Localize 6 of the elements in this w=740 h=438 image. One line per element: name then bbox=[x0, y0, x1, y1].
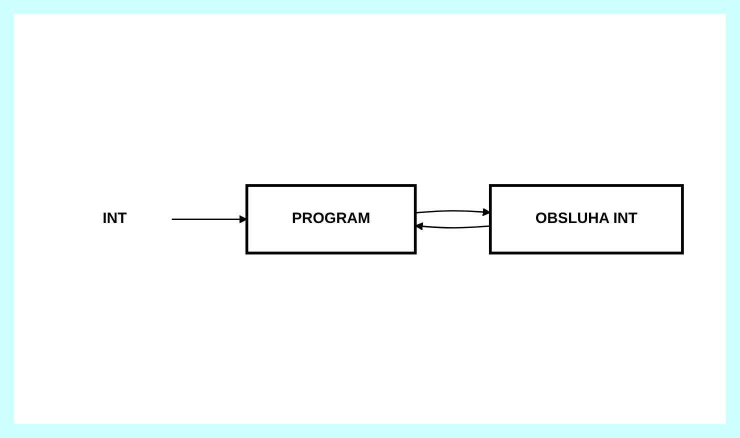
node-box: PROGRAM bbox=[245, 184, 417, 254]
node-text: INT bbox=[102, 210, 127, 227]
arrow bbox=[414, 222, 490, 230]
arrow bbox=[172, 214, 248, 224]
node-box: OBSLUHA INT bbox=[488, 184, 684, 254]
arrow bbox=[415, 208, 491, 216]
